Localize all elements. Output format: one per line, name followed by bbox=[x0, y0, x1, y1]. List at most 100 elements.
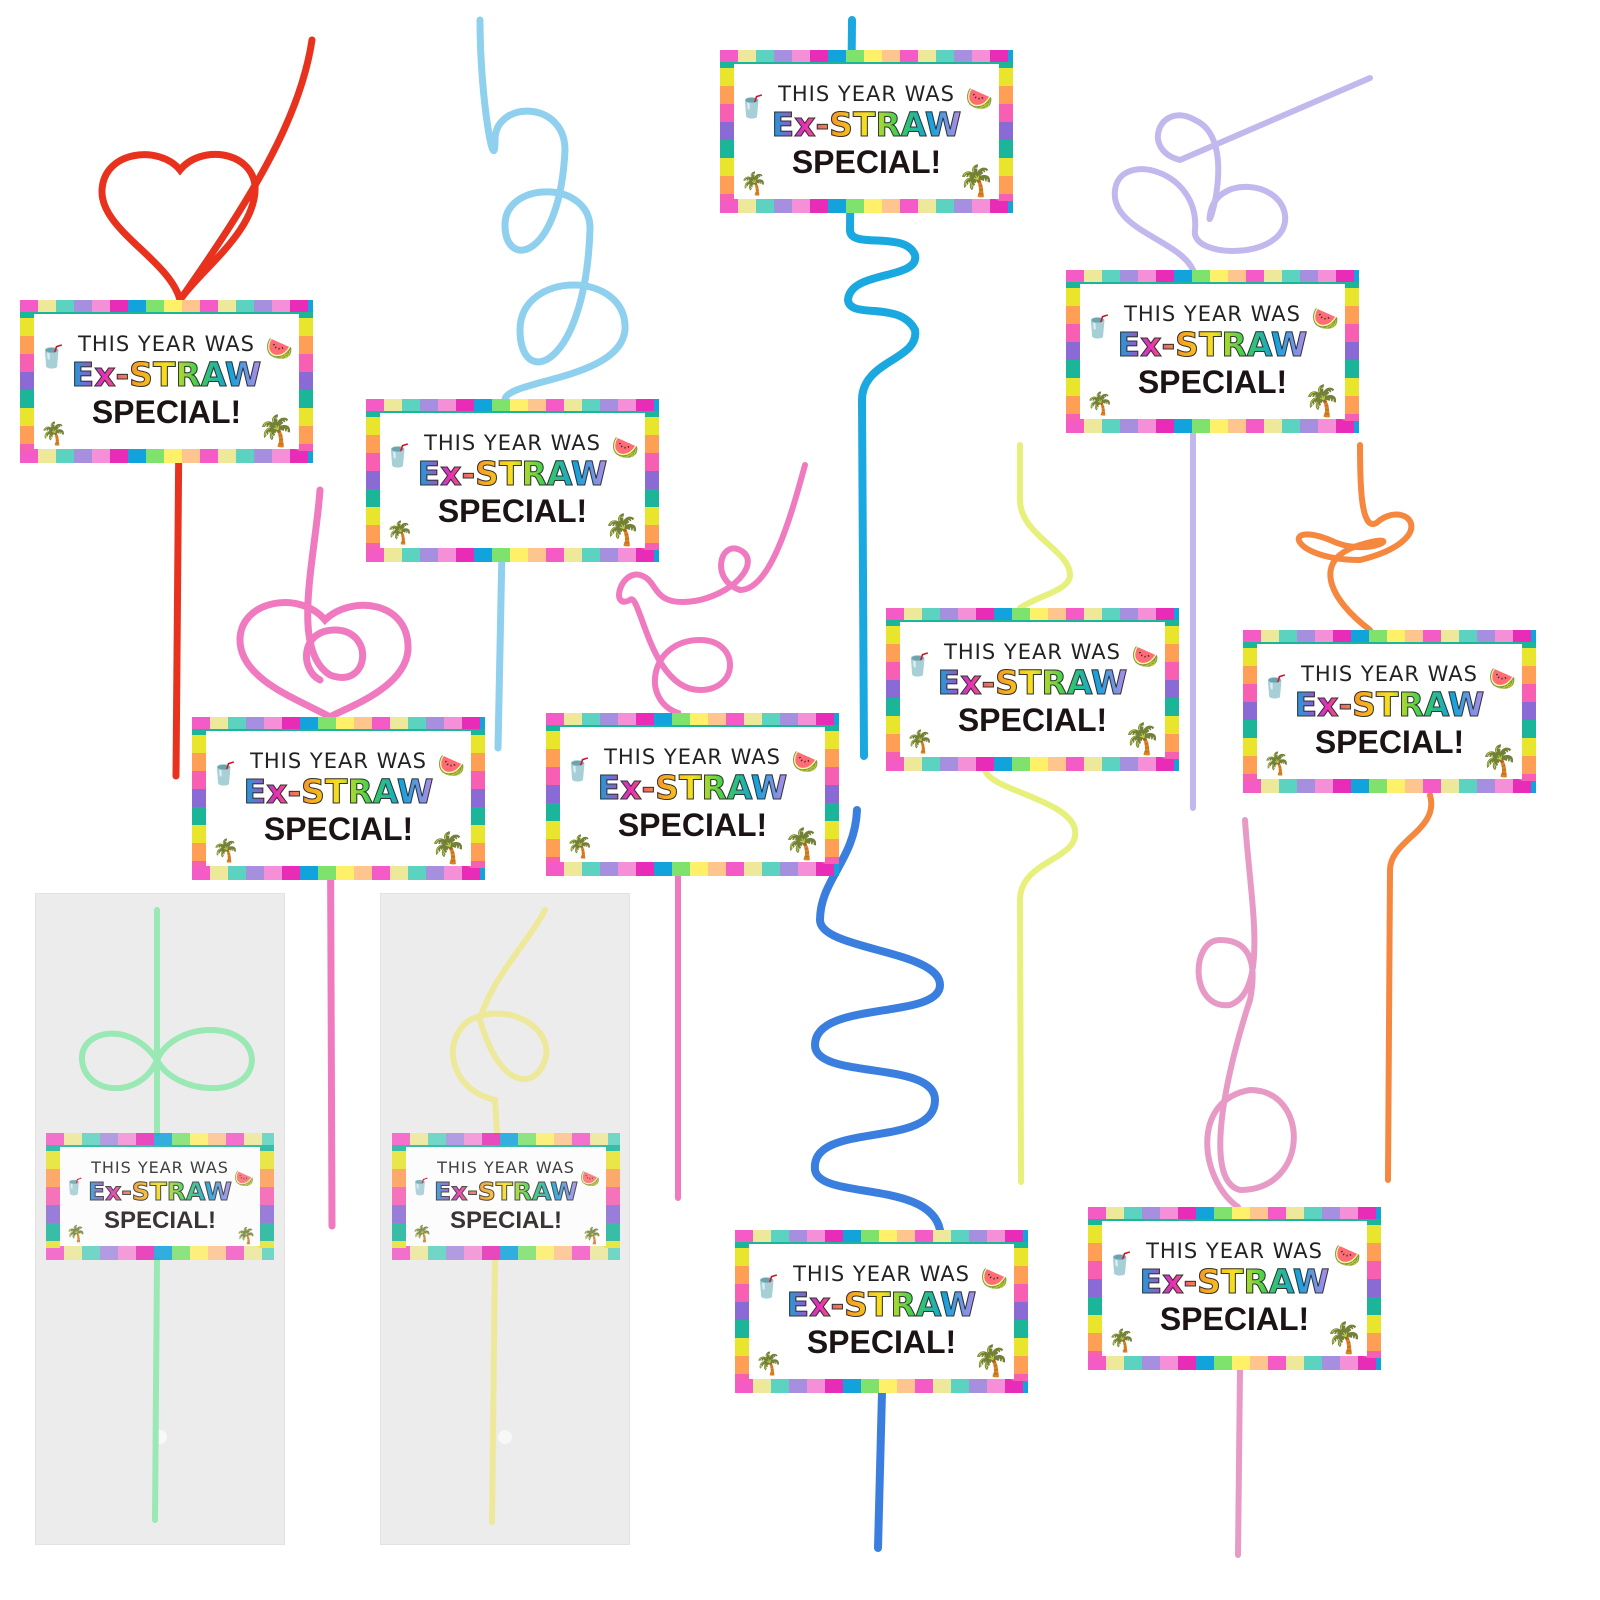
card-line-1: THIS YEAR WAS bbox=[1146, 1239, 1323, 1263]
card-line-3: SPECIAL! bbox=[617, 807, 768, 843]
straw-curly bbox=[982, 442, 1079, 1185]
card-line-3: SPECIAL! bbox=[91, 394, 242, 430]
card-line-1: THIS YEAR WAS bbox=[250, 749, 427, 773]
card-line-1: THIS YEAR WAS bbox=[1124, 302, 1301, 326]
card-line-3: SPECIAL! bbox=[957, 702, 1108, 738]
card-line-3: SPECIAL! bbox=[103, 1207, 216, 1234]
card-line-1: THIS YEAR WAS bbox=[91, 1158, 229, 1177]
straw-infinity bbox=[79, 907, 256, 1523]
palm-tree-icon: 🌴 bbox=[906, 729, 934, 754]
card-line-2: Ex-STRAW bbox=[434, 1177, 579, 1207]
palm-tree-icon: 🌴 bbox=[1325, 1322, 1363, 1355]
straw-loops bbox=[1195, 817, 1297, 1558]
card-line-3: SPECIAL! bbox=[791, 144, 942, 180]
smoothie-jar-icon: 🥤 bbox=[384, 443, 412, 468]
smoothie-jar-icon: 🥤 bbox=[738, 94, 766, 119]
straw-card: 🥤 🍉 🌴 🌴 THIS YEAR WAS Ex-STRAW SPECIAL! bbox=[546, 713, 839, 876]
palm-tree-icon: 🌴 bbox=[972, 1345, 1010, 1378]
card-line-1: THIS YEAR WAS bbox=[604, 745, 781, 769]
card-line-3: SPECIAL! bbox=[1137, 364, 1288, 400]
watermelon-icon: 🍉 bbox=[580, 1171, 600, 1188]
palm-tree-icon: 🌴 bbox=[582, 1228, 602, 1245]
card-line-1: THIS YEAR WAS bbox=[1301, 662, 1478, 686]
card-line-3: SPECIAL! bbox=[437, 493, 588, 529]
straw-card: 🥤 🍉 🌴 🌴 THIS YEAR WAS Ex-STRAW SPECIAL! bbox=[1243, 630, 1536, 793]
straw-card: 🥤 🍉 🌴 🌴 THIS YEAR WAS Ex-STRAW SPECIAL! bbox=[1066, 270, 1359, 433]
card-line-2: Ex-STRAW bbox=[243, 772, 434, 811]
card-line-1: THIS YEAR WAS bbox=[944, 640, 1121, 664]
palm-tree-icon: 🌴 bbox=[566, 834, 594, 859]
straw-card: 🥤 🍉 🌴 🌴 THIS YEAR WAS Ex-STRAW SPECIAL! bbox=[720, 50, 1013, 213]
watermelon-icon: 🍉 bbox=[234, 1171, 254, 1188]
card-line-2: Ex-STRAW bbox=[88, 1177, 233, 1207]
palm-tree-icon: 🌴 bbox=[1480, 745, 1518, 778]
palm-tree-icon: 🌴 bbox=[1108, 1328, 1136, 1353]
straw-wavy bbox=[810, 806, 945, 1552]
card-line-3: SPECIAL! bbox=[806, 1324, 957, 1360]
straw-heart-loop bbox=[236, 486, 412, 1230]
straw-three-loops bbox=[476, 16, 629, 752]
watermelon-icon: 🍉 bbox=[980, 1266, 1008, 1291]
straw-loops bbox=[616, 462, 808, 1201]
palm-tree-icon: 🌴 bbox=[236, 1228, 256, 1245]
watermelon-icon: 🍉 bbox=[1131, 644, 1159, 669]
straw-card: 🥤 🍉 🌴 🌴 THIS YEAR WAS Ex-STRAW SPECIAL! bbox=[392, 1133, 620, 1260]
card-line-2: Ex-STRAW bbox=[1117, 325, 1308, 364]
palm-tree-icon: 🌴 bbox=[212, 838, 240, 863]
palm-tree-icon: 🌴 bbox=[603, 514, 641, 547]
palm-tree-icon: 🌴 bbox=[755, 1351, 783, 1376]
card-line-1: THIS YEAR WAS bbox=[424, 431, 601, 455]
smoothie-jar-icon: 🥤 bbox=[210, 761, 238, 786]
watermelon-icon: 🍉 bbox=[1488, 666, 1516, 691]
card-line-2: Ex-STRAW bbox=[597, 768, 788, 807]
palm-tree-icon: 🌴 bbox=[1263, 751, 1291, 776]
card-line-2: Ex-STRAW bbox=[786, 1285, 977, 1324]
straw-loop bbox=[449, 907, 550, 1525]
smoothie-jar-icon: 🥤 bbox=[38, 344, 66, 369]
card-line-3: SPECIAL! bbox=[1314, 724, 1465, 760]
card-line-1: THIS YEAR WAS bbox=[78, 332, 255, 356]
card-line-3: SPECIAL! bbox=[449, 1207, 562, 1234]
palm-tree-icon: 🌴 bbox=[40, 421, 68, 446]
smoothie-jar-icon: 🥤 bbox=[64, 1179, 84, 1196]
palm-tree-icon: 🌴 bbox=[257, 415, 295, 448]
straw-card: 🥤 🍉 🌴 🌴 THIS YEAR WAS Ex-STRAW SPECIAL! bbox=[46, 1133, 274, 1260]
straw-card: 🥤 🍉 🌴 🌴 THIS YEAR WAS Ex-STRAW SPECIAL! bbox=[366, 399, 659, 562]
straw-card: 🥤 🍉 🌴 🌴 THIS YEAR WAS Ex-STRAW SPECIAL! bbox=[192, 717, 485, 880]
palm-tree-icon: 🌴 bbox=[783, 828, 821, 861]
card-line-1: THIS YEAR WAS bbox=[778, 82, 955, 106]
smoothie-jar-icon: 🥤 bbox=[1106, 1251, 1134, 1276]
straw-card: 🥤 🍉 🌴 🌴 THIS YEAR WAS Ex-STRAW SPECIAL! bbox=[20, 300, 313, 463]
straw-spiral bbox=[843, 16, 920, 760]
palm-tree-icon: 🌴 bbox=[1303, 385, 1341, 418]
straw-heart bbox=[98, 36, 316, 780]
watermelon-icon: 🍉 bbox=[437, 753, 465, 778]
watermelon-icon: 🍉 bbox=[611, 435, 639, 460]
smoothie-jar-icon: 🥤 bbox=[410, 1179, 430, 1196]
card-line-2: Ex-STRAW bbox=[1294, 685, 1485, 724]
card-line-3: SPECIAL! bbox=[263, 811, 414, 847]
straw-bow bbox=[1295, 442, 1435, 1183]
palm-tree-icon: 🌴 bbox=[412, 1226, 432, 1243]
watermelon-icon: 🍉 bbox=[1333, 1243, 1361, 1268]
palm-tree-icon: 🌴 bbox=[386, 520, 414, 545]
smoothie-jar-icon: 🥤 bbox=[564, 757, 592, 782]
card-line-2: Ex-STRAW bbox=[937, 663, 1128, 702]
straw-three-loops bbox=[1111, 75, 1373, 811]
card-line-2: Ex-STRAW bbox=[1139, 1262, 1330, 1301]
watermelon-icon: 🍉 bbox=[965, 86, 993, 111]
palm-tree-icon: 🌴 bbox=[429, 832, 467, 865]
straw-card: 🥤 🍉 🌴 🌴 THIS YEAR WAS Ex-STRAW SPECIAL! bbox=[1088, 1207, 1381, 1370]
straw-card: 🥤 🍉 🌴 🌴 THIS YEAR WAS Ex-STRAW SPECIAL! bbox=[735, 1230, 1028, 1393]
smoothie-jar-icon: 🥤 bbox=[753, 1274, 781, 1299]
watermelon-icon: 🍉 bbox=[791, 749, 819, 774]
card-line-2: Ex-STRAW bbox=[417, 454, 608, 493]
card-line-1: THIS YEAR WAS bbox=[437, 1158, 575, 1177]
straw-card: 🥤 🍉 🌴 🌴 THIS YEAR WAS Ex-STRAW SPECIAL! bbox=[886, 608, 1179, 771]
palm-tree-icon: 🌴 bbox=[957, 165, 995, 198]
palm-tree-icon: 🌴 bbox=[66, 1226, 86, 1243]
card-line-3: SPECIAL! bbox=[1159, 1301, 1310, 1337]
smoothie-jar-icon: 🥤 bbox=[904, 652, 932, 677]
palm-tree-icon: 🌴 bbox=[1086, 391, 1114, 416]
